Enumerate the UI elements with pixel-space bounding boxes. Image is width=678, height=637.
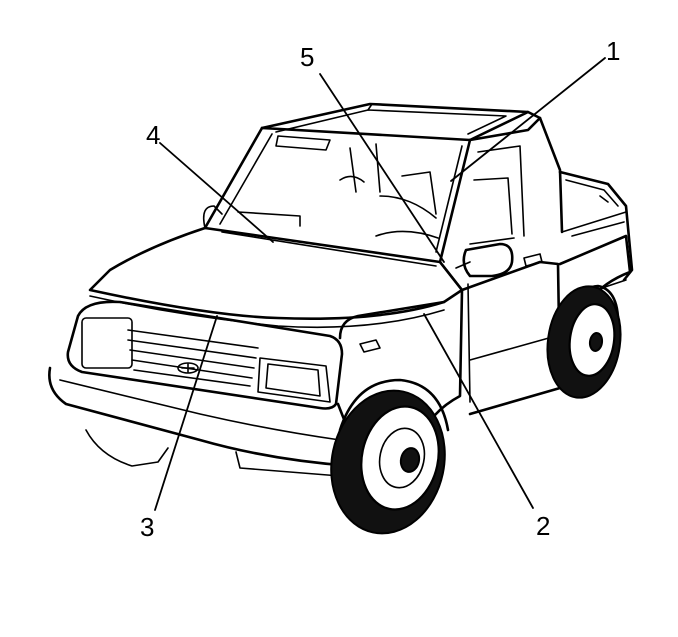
leader-line-5 bbox=[319, 73, 445, 263]
vehicle-illustration bbox=[48, 102, 634, 535]
leader-line-1 bbox=[450, 57, 606, 182]
leader-line-3 bbox=[154, 315, 218, 511]
callout-number-1: 1 bbox=[606, 36, 620, 66]
callout-number-2: 2 bbox=[536, 511, 550, 541]
callout-numbers: 1 2 3 4 5 bbox=[140, 36, 620, 542]
callout-leader-lines bbox=[154, 57, 606, 511]
leader-line-2 bbox=[423, 313, 534, 509]
leader-line-4 bbox=[159, 142, 274, 243]
callout-number-3: 3 bbox=[140, 512, 154, 542]
callout-number-5: 5 bbox=[300, 42, 314, 72]
callout-number-4: 4 bbox=[146, 120, 160, 150]
